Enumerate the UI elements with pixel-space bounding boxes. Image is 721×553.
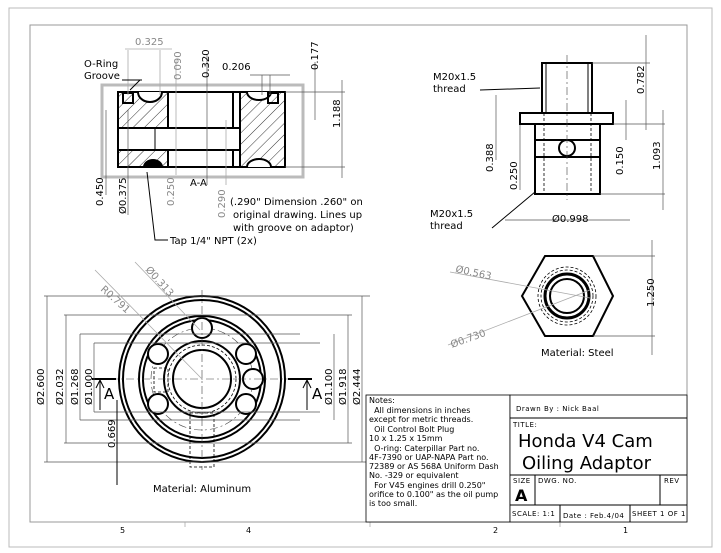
section-mark-left: A	[104, 385, 115, 403]
dim-0-206: 0.206	[222, 62, 251, 73]
dim-dia-1-268: Ø1.268	[69, 369, 81, 406]
section-label: A-A	[190, 178, 207, 189]
dim-dia-1-918: Ø1.918	[337, 369, 349, 406]
inner-frame	[29, 24, 688, 523]
material-steel: Material: Steel	[541, 348, 614, 359]
dimension-note: original drawing. Lines up	[233, 210, 362, 221]
zone-label: 2	[493, 526, 498, 535]
tap-callout: Tap 1/4" NPT (2x)	[169, 236, 257, 247]
thread-callout-bottom: thread	[430, 221, 463, 232]
note-line: All dimensions in inches	[369, 406, 470, 415]
dim-dia-0-730: Ø0.730	[449, 327, 487, 351]
title-label: TITLE:	[512, 421, 537, 429]
zone-label: 4	[246, 526, 251, 535]
dim-1-093: 1.093	[652, 141, 663, 170]
note-paren: (	[230, 197, 234, 208]
drawn-by: Drawn By : Nick Baal	[516, 405, 599, 413]
note-line: O-ring: Caterpillar Part no.	[369, 444, 479, 453]
thread-callout-top: M20x1.5	[433, 72, 476, 83]
dim-0-090: 0.090	[173, 51, 184, 80]
drawing-title: Oiling Adaptor	[522, 453, 652, 474]
note-line: orifice to 0.100" as the oil pump	[369, 490, 498, 499]
dim-1-250: 1.250	[646, 278, 657, 307]
thread-callout-bottom: M20x1.5	[430, 209, 473, 220]
dim-dia-1-100: Ø1.100	[323, 369, 335, 406]
view-selection-box	[100, 83, 305, 179]
dim-dia-0-313: Ø0.313	[143, 264, 176, 299]
fitting-side-view: M20x1.5 thread 0.782 0.388 0.250 0.150 1…	[430, 35, 665, 232]
dwg-no-label: DWG. NO.	[538, 477, 577, 485]
note-line: 4F-7390 or UAP-NAPA Part no.	[369, 453, 489, 462]
zone-labels: 5 4 2 1	[120, 522, 628, 535]
dim-dia-0-998: Ø0.998	[552, 213, 589, 225]
dim-0-150: 0.150	[615, 146, 626, 175]
dim-dia-2-032: Ø2.032	[54, 369, 66, 406]
fitting-end-view: Ø0.563 Ø0.730 1.250 Material: Steel	[447, 240, 657, 359]
date: Date : Feb.4/04	[563, 512, 624, 520]
dimension-note: with groove on adaptor)	[233, 223, 354, 234]
note-line: except for metric threads.	[369, 415, 473, 424]
dim-0-177: 0.177	[310, 41, 321, 70]
note-line: 72389 or AS 568A Uniform Dash	[369, 462, 499, 471]
note-line: Notes:	[369, 396, 395, 405]
dim-0-250: 0.250	[509, 161, 520, 190]
zone-label: 5	[120, 526, 125, 535]
dimension-note: .290" Dimension .260" on	[234, 197, 363, 208]
rev-label: REV	[664, 477, 680, 485]
dim-dia-0-375: Ø0.375	[117, 178, 129, 215]
note-line: No. -329 or equivalent	[369, 471, 459, 480]
dim-dia-1-000: Ø1.000	[83, 369, 95, 406]
section-mark-right: A	[312, 385, 323, 403]
dim-dia-2-600: Ø2.600	[35, 369, 47, 406]
material-aluminum: Material: Aluminum	[153, 484, 251, 495]
dim-0-388: 0.388	[485, 143, 496, 172]
dim-0-450: 0.450	[95, 177, 106, 206]
dim-dia-0-563: Ø0.563	[454, 263, 492, 282]
size-label: SIZE	[513, 477, 531, 485]
dim-0-250: 0.250	[166, 177, 177, 206]
section-view-a-a: 0.325 O-Ring Groove 0.090 0.320 0.206 0.…	[84, 37, 363, 247]
dim-0-290: 0.290	[217, 189, 228, 218]
dim-0-669: 0.669	[107, 419, 118, 448]
note-line: is too small.	[369, 499, 417, 508]
dim-dia-2-444: Ø2.444	[351, 369, 363, 406]
notes-block: Notes: All dimensions in inches except f…	[365, 394, 511, 523]
note-line: Oil Control Bolt Plug	[369, 425, 454, 434]
note-line: For V45 engines drill 0.250"	[369, 481, 485, 490]
thread-callout-top: thread	[433, 84, 466, 95]
dim-0-325: 0.325	[135, 37, 164, 48]
svg-text:(.290" Dimension .260" on: (.290" Dimension .260" on	[230, 197, 363, 208]
dim-r-0-791: R0.791	[98, 284, 132, 316]
drawing-title: Honda V4 Cam	[518, 431, 653, 452]
outer-frame	[8, 7, 713, 548]
dim-0-782: 0.782	[636, 65, 647, 94]
dim-0-320: 0.320	[201, 49, 212, 78]
oring-label: Groove	[84, 71, 120, 82]
zone-label: 1	[623, 526, 628, 535]
sheet-number: SHEET 1 OF 1	[632, 510, 686, 518]
note-line: 10 x 1.25 x 15mm	[369, 434, 443, 443]
scale: SCALE: 1:1	[512, 510, 555, 518]
title-block: Drawn By : Nick Baal TITLE: Honda V4 Cam…	[509, 394, 688, 523]
size-value: A	[515, 486, 528, 505]
oring-label: O-Ring	[84, 59, 118, 70]
dim-1-188: 1.188	[332, 99, 343, 128]
adaptor-plan-view: R0.791 Ø0.313 Ø2.600 Ø2.032 Ø1.268 Ø1.00…	[35, 261, 370, 495]
